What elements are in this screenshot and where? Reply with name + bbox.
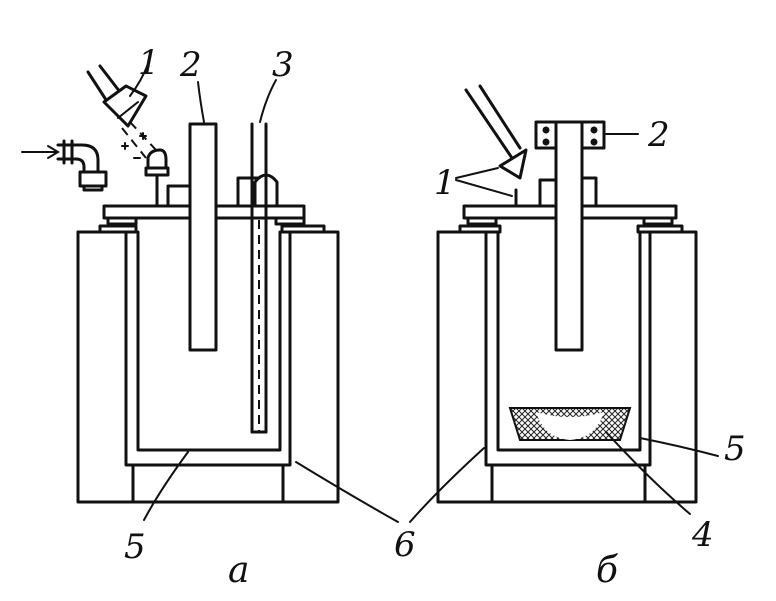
leader-1-a — [129, 63, 149, 97]
leader-5-b — [639, 437, 719, 457]
label-tube-a: 3 — [272, 45, 294, 85]
label-crucible-a: 5 — [124, 527, 146, 567]
sampling-tube — [250, 122, 268, 434]
caption-a: а — [228, 550, 249, 591]
leader-3-a — [259, 79, 277, 123]
label-crucible-b: 5 — [724, 429, 746, 469]
gas-inlet-pipe — [21, 139, 108, 192]
electrode-b — [534, 120, 606, 352]
leader-4-b — [605, 431, 691, 515]
label-casing: 6 — [394, 525, 416, 565]
nozzle-a — [86, 64, 148, 128]
panel-b: 1 2 4 5 б — [434, 84, 746, 591]
caption-b: б — [596, 550, 619, 591]
electrode-a — [188, 122, 218, 352]
furnace-body-a — [76, 224, 340, 504]
leader-6-a — [295, 461, 399, 523]
panel-a: 1 2 3 5 а — [21, 43, 340, 591]
leader-6-b — [409, 447, 485, 523]
leader-1-b — [455, 167, 499, 179]
furnace-body-b — [436, 224, 698, 504]
gas-jet — [121, 121, 170, 208]
label-electrode-b: 2 — [647, 115, 670, 155]
leader-1b-b — [455, 179, 513, 197]
melt-pool — [508, 407, 632, 441]
label-nozzle-b: 1 — [434, 163, 456, 203]
shared-label-casing: 6 — [295, 447, 485, 565]
leader-5-a — [143, 451, 189, 521]
label-electrode-a: 2 — [179, 45, 202, 85]
leader-2-a — [197, 81, 205, 123]
nozzle-b — [464, 84, 528, 180]
label-nozzle-a: 1 — [138, 43, 160, 83]
label-melt-b: 4 — [691, 515, 714, 555]
